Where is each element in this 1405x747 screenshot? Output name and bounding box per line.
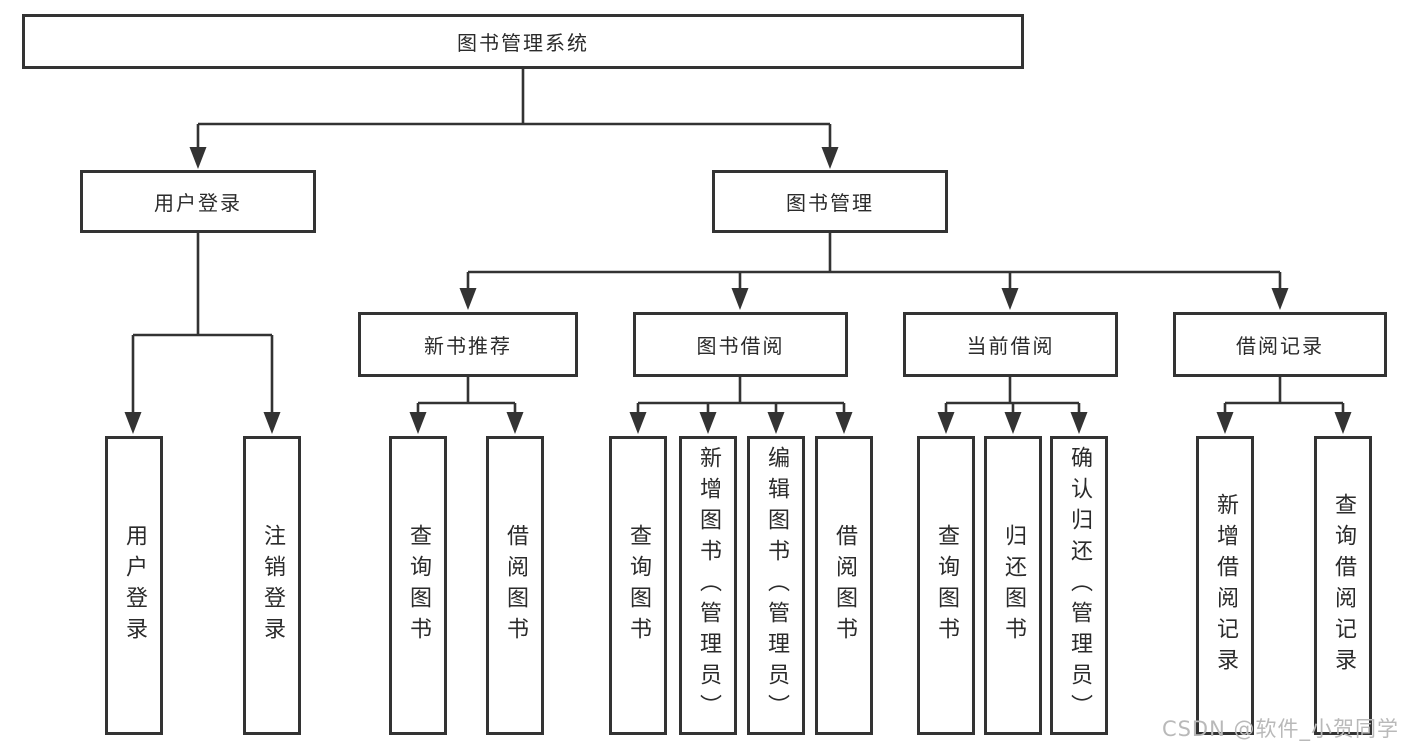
csdn-watermark: CSDN @软件_小贺同学 [1161, 717, 1399, 741]
leaf-records-query-borrow-record: 查询借阅记录 [1314, 436, 1372, 735]
connector-user-login-to-leaves [124, 233, 281, 434]
leaf-label: 确认归还（管理员） [1067, 446, 1092, 725]
leaf-borrowing-edit-books-admin: 编辑图书（管理员） [747, 436, 805, 735]
leaf-label: 查询图书 [406, 523, 431, 648]
leaf-label: 查询借阅记录 [1331, 492, 1356, 679]
leaf-current-return-books: 归还图书 [984, 436, 1042, 735]
leaf-label: 编辑图书（管理员） [764, 446, 789, 725]
connector-new-book-recommendation-to-leaves [409, 377, 524, 434]
node-library-management-system: 图书管理系统 [22, 14, 1024, 69]
leaf-label: 新增图书（管理员） [696, 446, 721, 725]
connector-root-to-branches [189, 69, 839, 169]
leaf-label: 归还图书 [1001, 523, 1026, 648]
node-label: 当前借阅 [966, 334, 1055, 358]
node-new-book-recommendation: 新书推荐 [358, 312, 578, 377]
leaf-borrowing-add-books-admin: 新增图书（管理员） [679, 436, 737, 735]
leaf-label: 新增借阅记录 [1213, 492, 1238, 679]
node-book-borrowing: 图书借阅 [633, 312, 848, 377]
leaf-current-confirm-return-admin: 确认归还（管理员） [1050, 436, 1108, 735]
connector-current-borrowing-to-leaves [937, 377, 1088, 434]
node-borrowing-records: 借阅记录 [1173, 312, 1387, 377]
leaf-recommend-borrow-books: 借阅图书 [486, 436, 544, 735]
leaf-label: 借阅图书 [832, 523, 857, 648]
node-current-borrowing: 当前借阅 [903, 312, 1118, 377]
leaf-label: 注销登录 [260, 523, 285, 648]
leaf-user-login: 用户登录 [105, 436, 163, 735]
connector-book-management-to-modules [459, 233, 1289, 310]
leaf-records-add-borrow-record: 新增借阅记录 [1196, 436, 1254, 735]
node-label: 图书借阅 [696, 334, 785, 358]
leaf-logout: 注销登录 [243, 436, 301, 735]
connector-borrowing-records-to-leaves [1216, 377, 1352, 434]
node-label: 图书管理系统 [457, 31, 589, 55]
leaf-label: 用户登录 [122, 523, 147, 648]
leaf-label: 借阅图书 [503, 523, 528, 648]
node-label: 用户登录 [154, 191, 242, 215]
leaf-borrowing-borrow-books: 借阅图书 [815, 436, 873, 735]
connector-book-borrowing-to-leaves [629, 377, 853, 434]
node-label: 借阅记录 [1236, 334, 1324, 358]
node-user-login-branch: 用户登录 [80, 170, 316, 233]
node-label: 图书管理 [786, 191, 874, 215]
leaf-label: 查询图书 [626, 523, 651, 648]
leaf-recommend-query-books: 查询图书 [389, 436, 447, 735]
leaf-borrowing-query-books: 查询图书 [609, 436, 667, 735]
leaf-current-query-books: 查询图书 [917, 436, 975, 735]
node-label: 新书推荐 [424, 334, 512, 358]
node-book-management: 图书管理 [712, 170, 948, 233]
leaf-label: 查询图书 [934, 523, 959, 648]
